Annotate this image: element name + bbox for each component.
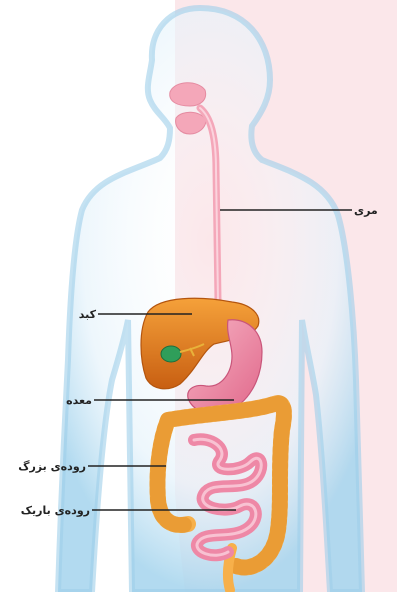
label-large-intestine: روده‌ی بزرگ [18,459,86,473]
nasal-cavity [170,83,206,106]
label-stomach: معده [66,394,92,407]
gallbladder-organ [161,346,181,362]
label-small-intestine: روده‌ی باریک [21,504,90,517]
label-esophagus: مری [354,204,378,217]
label-liver: کبد [79,308,97,321]
